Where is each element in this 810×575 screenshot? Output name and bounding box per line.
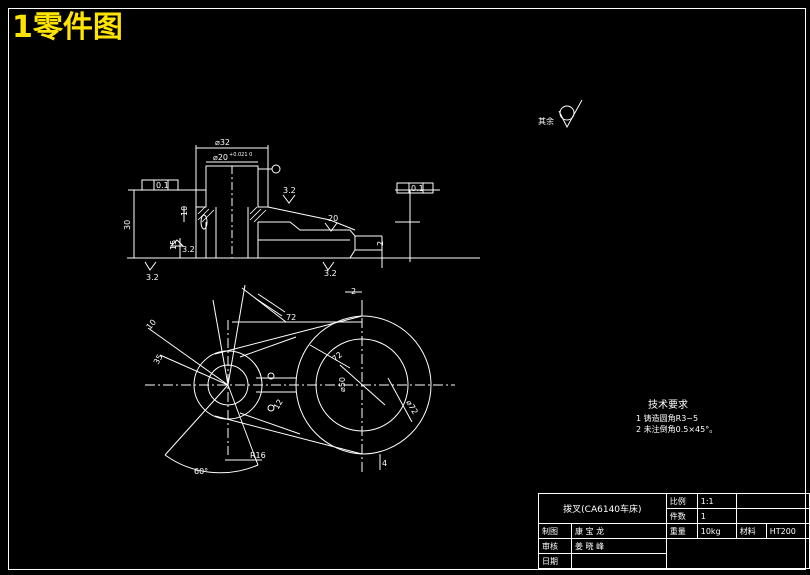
roughness-note: 其余 [538, 116, 554, 126]
dim-a20: 20 [328, 214, 338, 223]
drawing-frame [8, 8, 806, 570]
dim-a35: 35 [152, 353, 165, 366]
roughness-3-2-a: 3.2 [146, 273, 159, 282]
dim-a72: 72 [331, 350, 345, 363]
technical-requirements: 技术要求 1 铸造圆角R3~5 2 未注倒角0.5×45°。 [636, 400, 717, 435]
dim-a10: 10 [145, 318, 158, 332]
weight-label: 重量 [665, 523, 698, 539]
page-title: 1零件图 [12, 10, 123, 45]
dim-d20-tol: +0.021 0 [229, 152, 252, 158]
dim-d50: ⌀50 [338, 377, 347, 392]
dim-r16: R16 [250, 451, 266, 460]
dim-a4: 4 [382, 459, 387, 468]
dim-h15: 15 [169, 240, 178, 250]
weight-value: 10kg [696, 523, 737, 539]
dim-w2b: 2 [351, 287, 356, 296]
tolerance-value-right: 0.1 [411, 184, 424, 193]
dim-a12: 12 [272, 398, 285, 411]
drawn-value: 康 宝 龙 [571, 523, 667, 539]
dim-h30: 30 [123, 220, 132, 230]
tolerance-value-left: 0.1 [156, 181, 169, 190]
material-value: HT200 [765, 523, 810, 539]
dim-d32: ⌀32 [215, 138, 230, 147]
tech-req-heading: 技术要求 [648, 400, 688, 411]
scale-value: 1:1 [696, 493, 737, 509]
dim-angle-60: 60° [194, 467, 208, 476]
qty-value: 1 [696, 508, 737, 524]
roughness-3-2-c: 3.2 [283, 186, 296, 195]
tech-req-item-2: 2 未注倒角0.5×45°。 [636, 425, 718, 434]
dim-d20: ⌀20 [213, 153, 228, 162]
section-view [127, 145, 480, 271]
material-label: 材料 [735, 523, 767, 539]
qty-label: 件数 [665, 508, 698, 524]
scale-label: 比例 [665, 493, 698, 509]
part-name: 拨叉(CA6140车床) [538, 493, 667, 524]
checked-value: 姜 晓 峰 [571, 538, 667, 554]
dim-h10: 10 [180, 206, 189, 216]
dim-d72: ⌀72 [404, 399, 419, 416]
dim-angle-72: 72 [286, 313, 296, 322]
tech-req-item-1: 1 铸造圆角R3~5 [636, 414, 699, 423]
checked-label: 审核 [538, 538, 572, 554]
roughness-symbol [558, 99, 583, 129]
top-view [145, 284, 455, 475]
fit-note: 3.2 [182, 245, 195, 254]
drawn-label: 制图 [538, 523, 572, 539]
title-block: 拨叉(CA6140车床) 比例 1:1 件数 1 制图 康 宝 龙 重量 10k… [538, 493, 810, 569]
date-label: 日期 [538, 553, 572, 569]
dim-w2: 2 [376, 241, 385, 246]
roughness-3-2-b: 3.2 [324, 269, 337, 278]
